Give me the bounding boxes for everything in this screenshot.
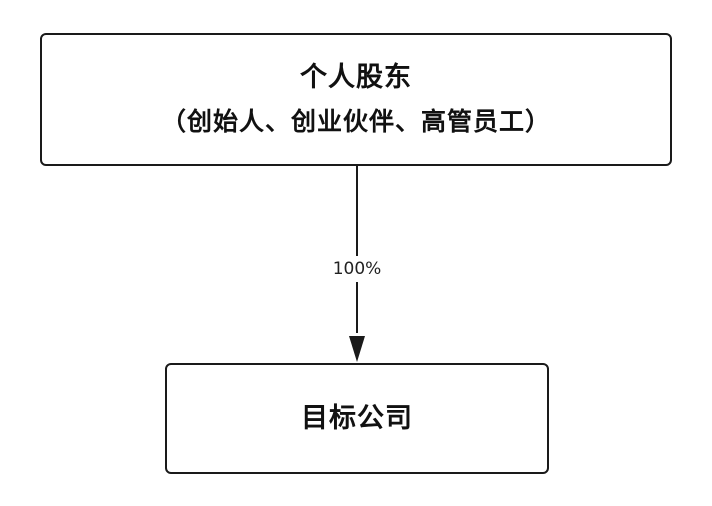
shareholder-subtitle: （创始人、创业伙伴、高管员工） <box>160 106 551 136</box>
target-company-node: 目标公司 <box>165 363 549 474</box>
ownership-percentage-label: 100% <box>318 256 396 282</box>
target-company-title: 目标公司 <box>301 402 413 434</box>
shareholder-node: 个人股东 （创始人、创业伙伴、高管员工） <box>40 33 672 166</box>
shareholder-title: 个人股东 <box>300 61 412 93</box>
arrowhead-icon <box>349 336 365 362</box>
